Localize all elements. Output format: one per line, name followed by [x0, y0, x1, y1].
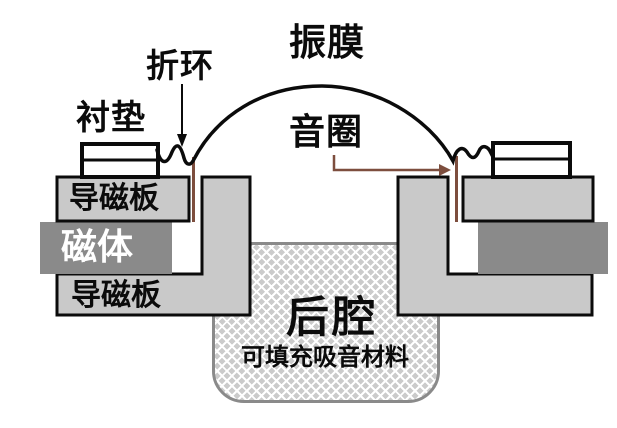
voice-coil-arrow-head — [439, 164, 451, 176]
left-top-plate — [55, 175, 191, 223]
back-cavity-label: 后腔 — [286, 294, 378, 342]
right-top-plate — [461, 175, 595, 223]
right-magnet — [478, 222, 608, 274]
diaphragm-label: 振膜 — [289, 22, 365, 63]
voice-coil-arrow-line — [332, 155, 441, 172]
surround-arrow-head — [177, 134, 187, 147]
left-magnet — [40, 222, 172, 274]
magnet-label: 磁体 — [61, 226, 134, 267]
cavity-filler-note: 可填充吸音材料 — [241, 344, 409, 371]
left-yoke-plate — [55, 175, 252, 317]
surround-label: 折环 — [146, 47, 214, 84]
gasket-label: 衬垫 — [76, 99, 146, 137]
diaphragm-curve — [155, 84, 495, 166]
bottom-plate-label: 导磁板 — [71, 279, 161, 312]
voice-coil-label: 音圈 — [289, 111, 364, 152]
top-plate-label: 导磁板 — [69, 182, 159, 215]
